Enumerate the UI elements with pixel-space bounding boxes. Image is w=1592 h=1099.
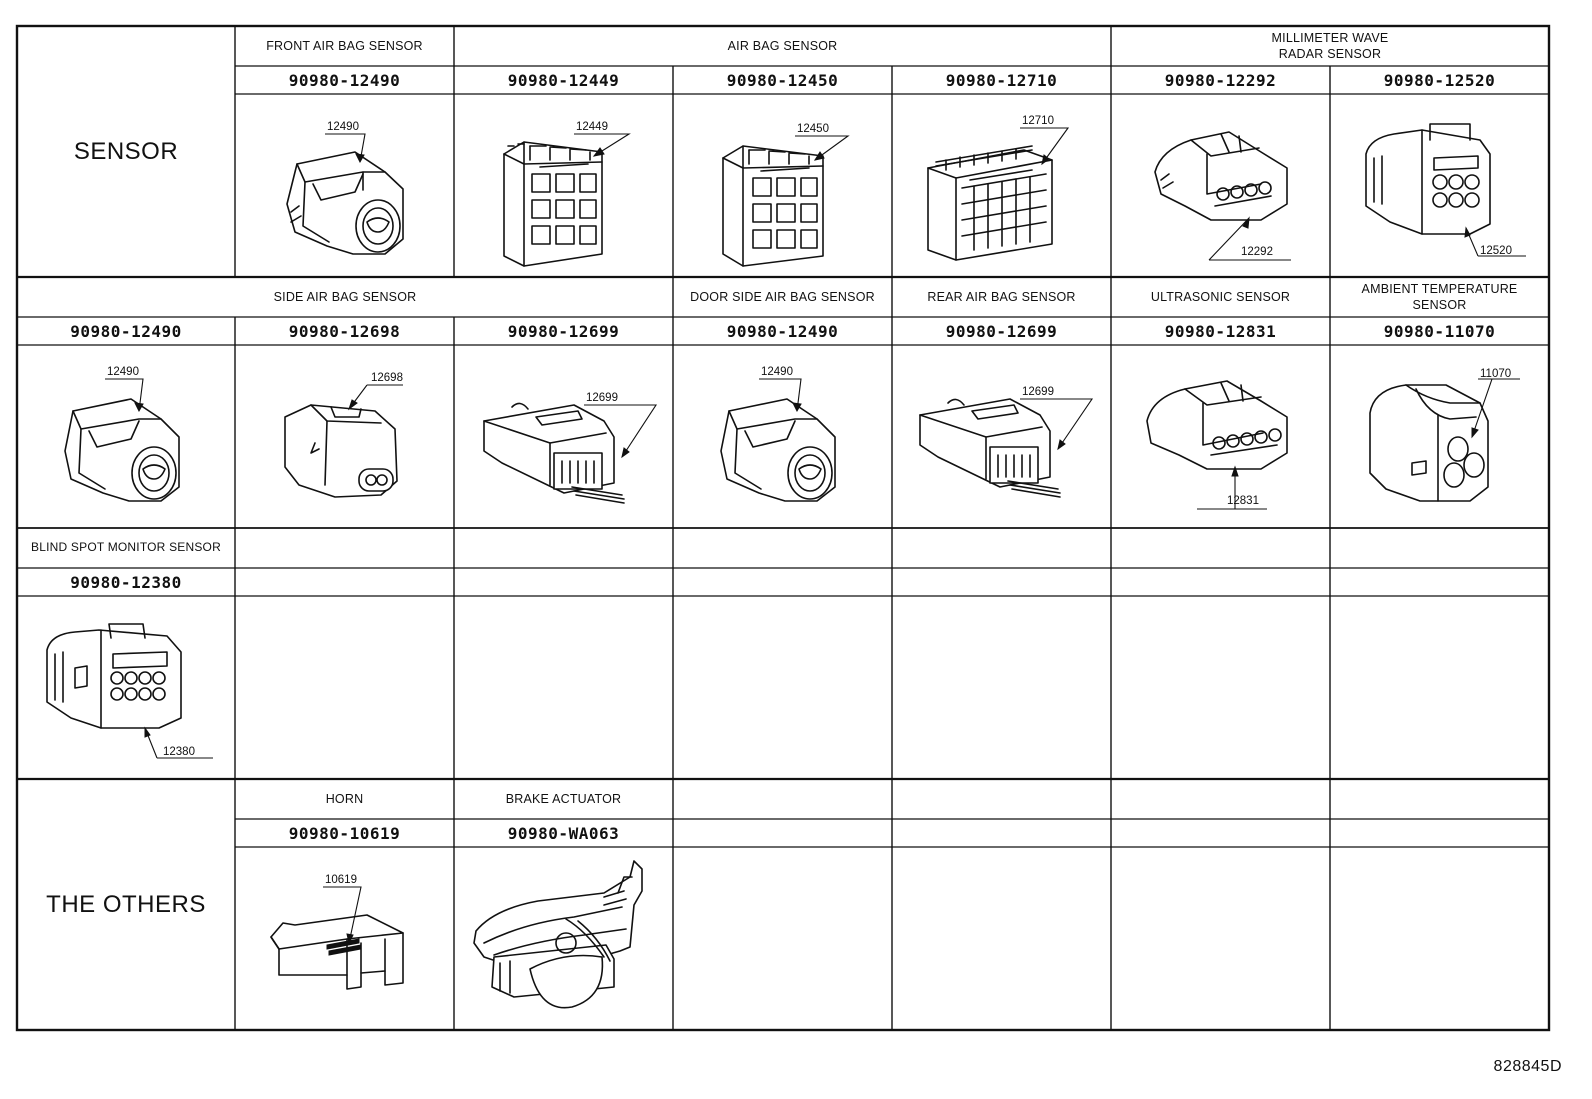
category-horn: HORN (325, 791, 364, 806)
callout-label: 12710 (1022, 115, 1054, 127)
part-number: 90980-12490 (288, 70, 401, 90)
part-number: 90980-12699 (945, 321, 1058, 341)
part-number: 90980-12380 (70, 572, 182, 592)
part-number: 90980-12490 (726, 321, 839, 341)
section-title-others: THE OTHERS (46, 890, 206, 918)
callout-label: 11070 (1480, 368, 1511, 380)
part-number: 90980-12698 (288, 321, 401, 341)
connector-illustration-10619: 10619 (235, 847, 454, 1030)
callout-label: 12698 (371, 372, 403, 384)
callout-label: 10619 (325, 874, 357, 886)
connector-illustration-12292: 12292 (1111, 94, 1330, 277)
callout-label: 12490 (761, 366, 793, 378)
connector-illustration-12831: 12831 (1111, 345, 1330, 528)
callout-label: 12490 (327, 121, 359, 133)
callout-label: 12520 (1480, 245, 1512, 257)
connector-illustration-12490: 12490 (673, 345, 892, 528)
part-number: 90980-12450 (726, 70, 839, 90)
connector-illustration-12380: 12380 (17, 596, 235, 779)
category-brake-actuator: BRAKE ACTUATOR (505, 791, 622, 806)
figure-code: 828845D (1493, 1058, 1562, 1075)
part-number: 90980-10619 (288, 823, 401, 843)
callout-label: 12380 (163, 746, 195, 758)
category-blind-spot-monitor-sensor: BLIND SPOT MONITOR SENSOR (31, 540, 221, 555)
part-number: 90980-12831 (1164, 321, 1277, 341)
category-air-bag-sensor: AIR BAG SENSOR (727, 38, 838, 53)
connector-illustration-wa063 (454, 847, 673, 1030)
connector-illustration-12449: 12449 (454, 94, 673, 277)
callout-label: 12699 (586, 392, 618, 404)
part-number: 90980-12449 (507, 70, 620, 90)
part-number: 90980-12699 (507, 321, 620, 341)
category-front-air-bag-sensor: FRONT AIR BAG SENSOR (266, 38, 423, 53)
connector-illustration-12699: 12699 (454, 345, 673, 528)
connector-illustration-11070: 11070 (1330, 345, 1549, 528)
category-ultrasonic-sensor: ULTRASONIC SENSOR (1150, 289, 1291, 304)
category-side-air-bag-sensor: SIDE AIR BAG SENSOR (273, 289, 417, 304)
category-door-side-air-bag-sensor: DOOR SIDE AIR BAG SENSOR (690, 289, 875, 304)
connector-illustration-12520: 12520 (1330, 94, 1549, 277)
part-number: 90980-12292 (1164, 70, 1277, 90)
part-number: 90980-12520 (1383, 70, 1496, 90)
callout-label: 12450 (797, 123, 829, 135)
connector-illustration-12490: 12490 (235, 94, 454, 277)
part-number: 90980-12490 (70, 321, 182, 341)
connector-illustration-12490: 12490 (17, 345, 235, 528)
category-millimeter-wave-radar-sensor: MILLIMETER WAVE RADAR SENSOR (1271, 30, 1389, 61)
category-rear-air-bag-sensor: REAR AIR BAG SENSOR (927, 289, 1076, 304)
connector-illustration-12710: 12710 (892, 94, 1111, 277)
callout-label: 12292 (1241, 246, 1273, 258)
part-number: 90980-WA063 (507, 823, 620, 843)
callout-label: 12490 (107, 366, 139, 378)
connector-illustration-12698: 12698 (235, 345, 454, 528)
section-title-sensor: SENSOR (73, 137, 179, 165)
connector-illustration-12450: 12450 (673, 94, 892, 277)
callout-label: 12699 (1022, 386, 1054, 398)
callout-label: 12449 (576, 121, 608, 133)
category-ambient-temperature-sensor: AMBIENT TEMPERATURE SENSOR (1361, 281, 1518, 312)
connector-illustration-12699: 12699 (892, 345, 1111, 528)
part-number: 90980-11070 (1383, 321, 1496, 341)
callout-label: 12831 (1227, 495, 1259, 507)
part-number: 90980-12710 (945, 70, 1058, 90)
